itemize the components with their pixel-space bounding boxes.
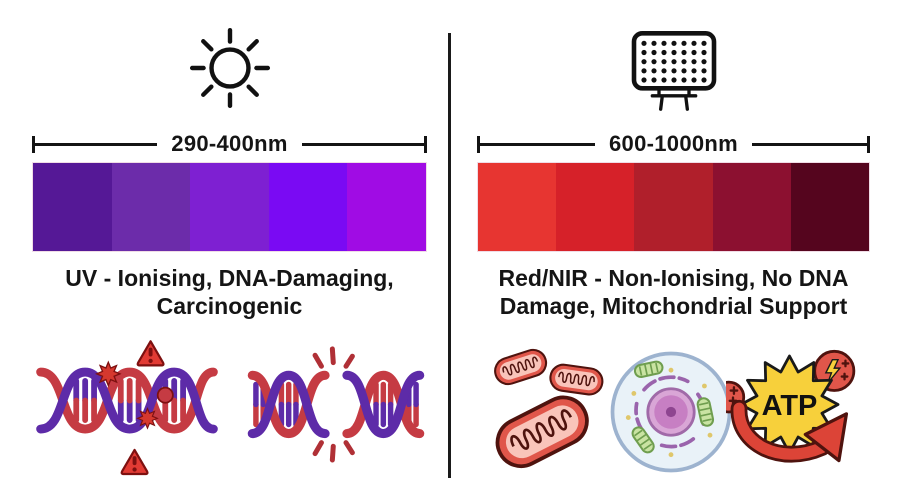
dna-damaged-icon [36, 340, 218, 476]
uv-spectrum-bar [32, 162, 427, 252]
dna-helix [36, 367, 218, 434]
sun-icon [189, 27, 270, 109]
rednir-wavelength-bracket: 600-1000nm [477, 131, 871, 156]
dna-damage-spot [137, 408, 158, 429]
mitochondria-icon [487, 345, 606, 477]
vertical-divider [448, 33, 451, 478]
warning-triangle-icon [120, 448, 149, 476]
bracket-right-cap [424, 135, 428, 153]
spectrum-segment [33, 163, 112, 251]
uv-illustrations [32, 340, 427, 478]
energy-arrow [730, 399, 849, 463]
bracket-line [480, 142, 596, 146]
spectrum-segment [556, 163, 635, 251]
rednir-caption-line1: Red/NIR - Non-Ionising, No DNA [498, 265, 849, 291]
uv-caption: UV - Ionising, DNA-Damaging, Carcinogeni… [15, 264, 445, 320]
uv-icon-row [32, 0, 427, 114]
spectrum-segment [268, 163, 348, 251]
atp-energy-icon: ATP [726, 350, 856, 463]
rednir-spectrum-bar [477, 162, 870, 252]
red-nir-panel: 600-1000nm Red/NIR - Non-Ionising, No DN… [477, 0, 871, 484]
bracket-right-cap [867, 135, 871, 153]
cell-mitochondria [631, 360, 715, 454]
dna-damage-spot [96, 361, 121, 387]
spectrum-segment [347, 163, 426, 251]
dna-damage-dot [156, 386, 174, 404]
bracket-line [35, 142, 158, 146]
uv-wavelength-label: 290-400nm [171, 131, 288, 156]
nucleolus [665, 406, 677, 418]
bracket-line [301, 142, 425, 146]
led-panel-icon [631, 31, 716, 111]
rednir-caption: Red/NIR - Non-Ionising, No DNA Damage, M… [459, 264, 889, 320]
cell-icon [610, 351, 732, 473]
rednir-illustrations: ATP [477, 340, 870, 484]
dna-broken-icon [247, 346, 425, 463]
uv-panel: 290-400nm UV - Ionising, DNA-Damaging, C… [32, 0, 428, 478]
rednir-wavelength-label: 600-1000nm [609, 131, 738, 156]
bracket-left-cap [32, 135, 35, 153]
spectrum-segment [790, 163, 870, 251]
spectrum-segment [111, 163, 191, 251]
bracket-line [752, 142, 868, 146]
led-dots [640, 40, 707, 83]
bracket-left-cap [477, 135, 480, 153]
spectrum-segment [478, 163, 557, 251]
rednir-icon-row [477, 0, 870, 114]
rednir-caption-line2: Damage, Mitochondrial Support [499, 293, 848, 320]
lightning-bolt-icon [824, 359, 842, 384]
spectrum-segment [190, 163, 269, 251]
spectrum-segment [712, 163, 791, 251]
dna-break-sparks [312, 346, 355, 463]
atp-label: ATP [762, 390, 818, 422]
uv-caption-line1: UV - Ionising, DNA-Damaging, [65, 265, 394, 291]
uv-wavelength-bracket: 290-400nm [32, 131, 428, 156]
uv-caption-line2: Carcinogenic [156, 293, 303, 320]
spectrum-segment [634, 163, 713, 251]
warning-triangle-icon [136, 340, 165, 367]
